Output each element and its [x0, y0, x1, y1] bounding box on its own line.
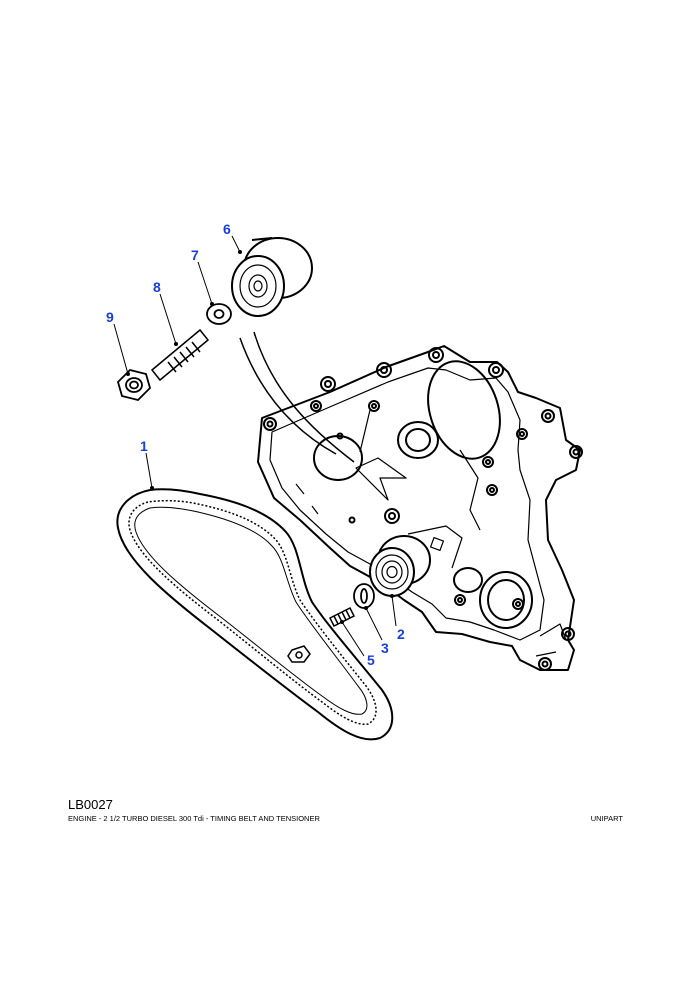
tensioner-pulley [369, 535, 431, 597]
timing-belt [116, 488, 394, 741]
tensioner-washer [353, 583, 375, 609]
belt-nut [287, 645, 311, 663]
diagram-code: LB0027 [68, 797, 113, 812]
idler-washer [206, 303, 232, 325]
idler-pulley [231, 237, 313, 317]
leader-lines [113, 235, 397, 657]
idler-stud [150, 328, 210, 382]
callout-2: 2 [397, 626, 405, 642]
assembly-guide-lines [239, 331, 355, 463]
callout-5: 5 [367, 652, 375, 668]
callout-9: 9 [106, 309, 114, 325]
brand-label: UNIPART [590, 814, 623, 823]
callout-6: 6 [223, 221, 231, 237]
callout-7: 7 [191, 247, 199, 263]
callout-8: 8 [153, 279, 161, 295]
leader-dots [126, 250, 394, 624]
callout-3: 3 [381, 640, 389, 656]
diagram-caption: ENGINE - 2 1/2 TURBO DIESEL 300 Tdi - TI… [68, 814, 320, 823]
callout-1: 1 [140, 438, 148, 454]
idler-nut [116, 369, 152, 401]
tensioner-stud [328, 606, 356, 628]
timing-cover-housing [257, 345, 583, 671]
